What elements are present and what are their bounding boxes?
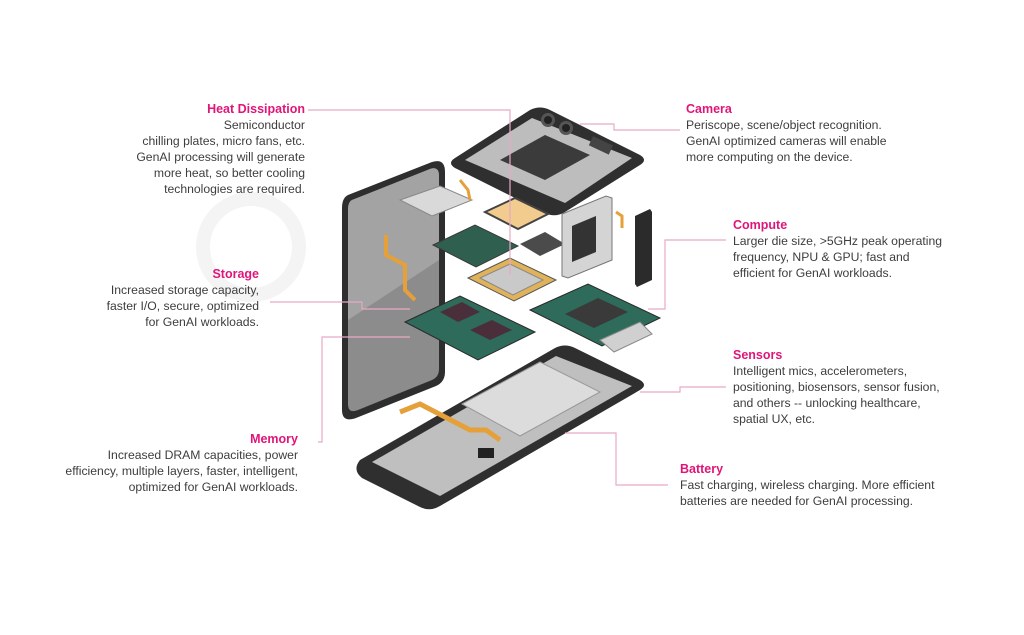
dark-strip-component [635, 209, 652, 287]
green-chip [431, 224, 520, 268]
leader-sensors [640, 386, 726, 393]
logic-board-right [528, 283, 662, 353]
callout-title: Compute [733, 218, 788, 232]
leader-lines [270, 109, 726, 486]
callout-text: positioning, biosensors, sensor fusion, [733, 380, 940, 394]
callout-text: frequency, NPU & GPU; fast and [733, 250, 910, 264]
callout-camera: Camera Periscope, scene/object recogniti… [686, 101, 887, 165]
callout-text: for GenAI workloads. [145, 315, 259, 329]
callout-title: Heat Dissipation [207, 102, 305, 116]
leader-storage [270, 301, 410, 310]
callout-memory: Memory Increased DRAM capacities, power … [40, 431, 298, 495]
callout-text: technologies are required. [164, 182, 305, 196]
callout-title: Memory [250, 432, 298, 446]
callout-text: GenAI processing will generate [136, 150, 305, 164]
callout-text: efficiency, multiple layers, faster, int… [65, 464, 298, 478]
gold-thermal-pad [482, 196, 551, 231]
callout-text: faster I/O, secure, optimized [106, 299, 259, 313]
callout-text: efficient for GenAI workloads. [733, 266, 892, 280]
callout-title: Sensors [733, 348, 783, 362]
callout-text: Increased storage capacity, [110, 283, 259, 297]
callout-text: chilling plates, micro fans, etc. [142, 134, 305, 148]
leader-battery [565, 432, 668, 486]
callout-compute: Compute Larger die size, >5GHz peak oper… [733, 217, 942, 281]
callout-text: and others -- unlocking healthcare, [733, 396, 921, 410]
callout-heat-dissipation: Heat Dissipation Semiconductor chilling … [80, 101, 305, 197]
dark-chip [520, 232, 565, 256]
callout-text: more computing on the device. [686, 150, 853, 164]
callout-text: Larger die size, >5GHz peak operating [733, 234, 943, 248]
callout-text: more heat, so better cooling [153, 166, 305, 180]
main-frame-battery [356, 345, 644, 510]
soc-package [466, 257, 558, 302]
callout-text: GenAI optimized cameras will enable [686, 134, 887, 148]
callout-text: Intelligent mics, accelerometers, [733, 364, 908, 378]
leader-memory [318, 336, 410, 443]
callout-storage: Storage Increased storage capacity, fast… [60, 266, 259, 330]
callout-text: Periscope, scene/object recognition. [686, 118, 882, 132]
callout-text: Fast charging, wireless charging. More e… [680, 478, 935, 492]
callout-title: Battery [680, 462, 724, 476]
callout-title: Storage [212, 267, 259, 281]
callout-title: Camera [686, 102, 732, 116]
leader-heat [308, 109, 511, 275]
callout-text: Semiconductor [223, 118, 305, 132]
callout-text: Increased DRAM capacities, power [107, 448, 298, 462]
thermal-plate [398, 179, 474, 217]
callout-text: batteries are needed for GenAI processin… [680, 494, 914, 508]
logic-board-left [403, 295, 537, 361]
callout-sensors: Sensors Intelligent mics, accelerometers… [733, 347, 940, 427]
callout-text: spatial UX, etc. [733, 412, 815, 426]
shield-can [561, 195, 624, 279]
back-glass-panel [342, 161, 445, 420]
callout-text: optimized for GenAI workloads. [128, 480, 298, 494]
leader-camera [580, 123, 680, 131]
top-frame-camera-module [451, 107, 644, 216]
leader-compute [648, 239, 726, 310]
callout-battery: Battery Fast charging, wireless charging… [680, 461, 934, 509]
